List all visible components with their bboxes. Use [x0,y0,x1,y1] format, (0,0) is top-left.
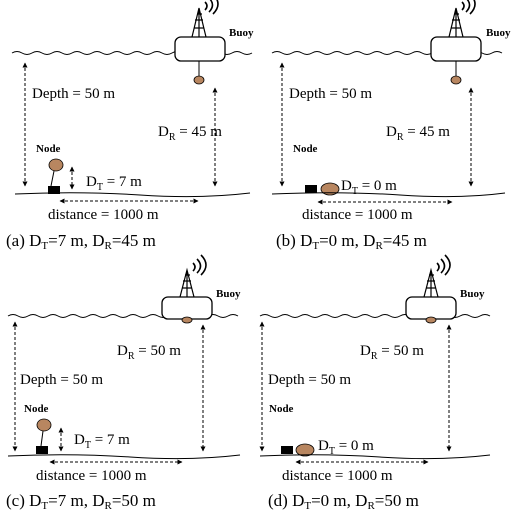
dr-label: DR = 50 m [360,343,424,362]
node-box [36,446,48,454]
node-label: Node [36,143,61,155]
depth-label: Depth = 50 m [20,372,103,388]
buoy [405,254,457,324]
distance-label: distance = 1000 m [48,207,159,223]
caption-a: (a) DT=7 m, DR=45 m [6,231,156,252]
node-box [281,446,293,454]
distance-label: distance = 1000 m [302,207,413,223]
caption-b: (b) DT=0 m, DR=45 m [276,231,427,252]
transmitter-sphere [295,443,315,457]
buoy-label: Buoy [460,288,485,300]
transmitter-sphere [320,182,340,196]
buoy-label: Buoy [216,288,241,300]
distance-label: distance = 1000 m [36,468,147,484]
signal-icon [436,254,451,276]
seabed [271,192,506,198]
depth-label: Depth = 50 m [32,86,115,102]
node-label: Node [24,403,49,415]
caption-c: (c) DT=7 m, DR=50 m [6,491,156,512]
buoy [430,0,482,85]
dt-label: DT = 0 m [318,438,374,457]
caption-d: (d) DT=0 m, DR=50 m [268,491,419,512]
buoy-label: Buoy [229,27,254,39]
dr-label: DR = 45 m [386,124,450,143]
receiver-sphere [450,75,462,85]
receiver-sphere [425,316,437,324]
dt-label: DT = 7 m [74,432,130,451]
buoy [161,254,213,324]
receiver-sphere [193,75,205,85]
dt-label: DT = 7 m [86,174,142,193]
panel-d: Buoy Depth = 50 m DR = 50 m Node DT = 0 … [259,254,491,512]
depth-label: Depth = 50 m [289,86,372,102]
seabed [7,454,241,460]
dr-label: DR = 45 m [158,124,222,143]
signal-icon [204,0,219,15]
panel-a: Buoy Depth = 50 m DR = 45 m Node DT = 7 … [6,0,254,252]
node-label: Node [293,143,318,155]
signal-icon [461,0,476,15]
depth-label: Depth = 50 m [268,372,351,388]
panel-c: Buoy Depth = 50 m DR = 50 m Node DT = 7 … [6,254,241,512]
signal-icon [192,254,207,276]
node-box [48,186,60,194]
buoy [174,0,226,85]
dr-label: DR = 50 m [117,343,181,362]
seabed [259,454,491,460]
receiver-sphere [181,316,193,324]
dt-label: DT = 0 m [341,178,397,197]
node-box [305,185,317,193]
distance-label: distance = 1000 m [282,468,393,484]
seabed [14,192,251,198]
panel-b: Buoy Depth = 50 m DR = 45 m Node DT = 0 … [271,0,511,252]
transmitter-sphere [36,418,52,432]
node-label: Node [269,403,294,415]
transmitter-sphere [48,158,64,172]
buoy-label: Buoy [486,27,511,39]
